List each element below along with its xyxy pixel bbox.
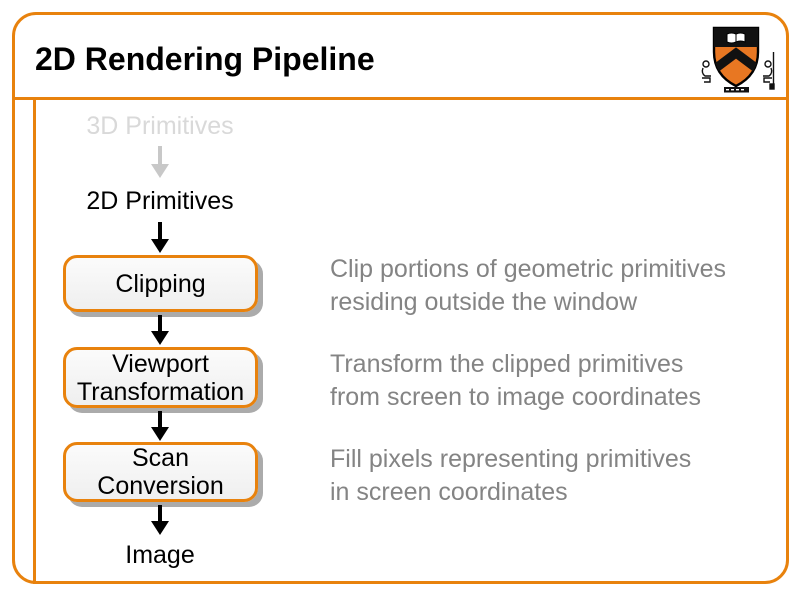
- title-divider-line: [12, 97, 789, 100]
- description-line: from screen to image coordinates: [330, 383, 702, 411]
- logo-motto-ribbon: [724, 87, 749, 93]
- page-title: 2D Rendering Pipeline: [35, 41, 375, 77]
- node-viewport-transformation-box: Viewport Transformation: [63, 347, 258, 408]
- node-3d-primitives: 3D Primitives: [86, 112, 234, 140]
- node-scan-conversion-box: Scan Conversion: [63, 442, 258, 502]
- description-clipping: Clip portions of geometric primitives re…: [330, 253, 785, 319]
- princeton-shield-logo: [701, 26, 775, 93]
- node-clipping-box: Clipping: [63, 255, 258, 312]
- description-line: in screen coordinates: [330, 478, 568, 506]
- description-line: residing outside the window: [330, 288, 638, 316]
- description-line: Fill pixels representing primitives: [330, 445, 692, 473]
- node-2d-primitives: 2D Primitives: [86, 187, 234, 215]
- node-viewport-label-line2: Transformation: [76, 377, 245, 406]
- left-margin-line: [33, 97, 36, 584]
- slide-border: [12, 12, 789, 584]
- node-viewport-label-line1: Viewport: [112, 349, 209, 378]
- node-scan-label-line2: Conversion: [97, 472, 224, 500]
- node-image: Image: [125, 541, 195, 569]
- description-viewport-transformation: Transform the clipped primitives from sc…: [330, 348, 785, 414]
- logo-ornaments: [701, 52, 775, 90]
- description-line: Transform the clipped primitives: [330, 350, 684, 378]
- node-scan-label-line1: Scan: [132, 444, 189, 472]
- description-scan-conversion: Fill pixels representing primitives in s…: [330, 443, 785, 509]
- description-line: Clip portions of geometric primitives: [330, 255, 726, 283]
- node-clipping-label: Clipping: [115, 269, 206, 298]
